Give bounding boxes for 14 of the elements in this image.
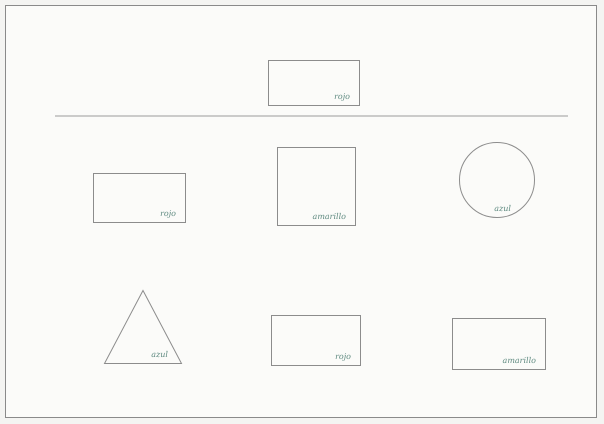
handwritten-label: rojo	[160, 210, 176, 218]
handwritten-label: rojo	[335, 353, 351, 361]
handwritten-label: azul	[494, 205, 511, 213]
rectangle-shape	[268, 60, 360, 106]
circle-shape	[459, 142, 535, 218]
triangle-shape	[104, 290, 182, 364]
handwritten-label: azul	[151, 351, 168, 359]
rectangle-shape	[452, 318, 546, 370]
handwritten-label: amarillo	[502, 357, 536, 365]
rectangle-shape	[271, 315, 361, 366]
handwritten-label: rojo	[334, 93, 350, 101]
rectangle-shape	[277, 147, 356, 226]
handwritten-label: amarillo	[312, 213, 346, 221]
rectangle-shape	[93, 173, 186, 223]
